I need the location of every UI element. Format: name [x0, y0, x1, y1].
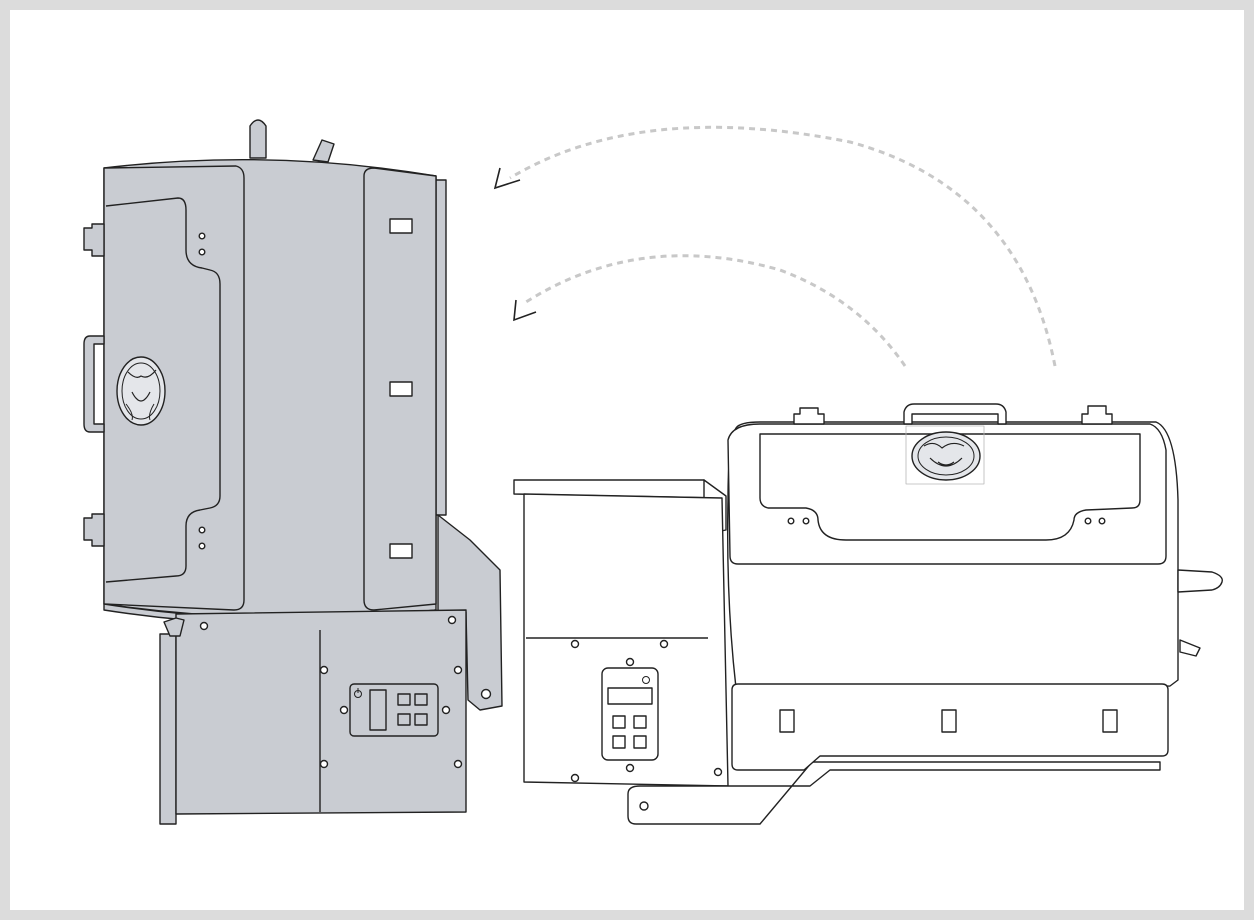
- lid-knob-left: [793, 407, 825, 425]
- lid-dot: [802, 517, 810, 525]
- power-icon: [642, 676, 650, 684]
- lid-dot: [1084, 517, 1092, 525]
- front-lid-panel: [103, 165, 245, 611]
- hopper-front: [175, 609, 467, 815]
- side-slot: [389, 218, 413, 234]
- lid-dot: [787, 517, 795, 525]
- controller-panel-right: [601, 657, 659, 773]
- lid-dot: [198, 248, 206, 256]
- arrow-head-inner: [513, 299, 537, 322]
- rotation-arrow-outer: [509, 125, 1057, 367]
- bull-head-emblem-icon: [116, 356, 166, 426]
- lid-dot: [198, 232, 206, 240]
- vent-handle-top: [312, 139, 335, 163]
- controller-key: [414, 693, 428, 706]
- hinge-knob-upper: [83, 223, 105, 257]
- hopper-screw: [570, 639, 580, 649]
- hopper-screw: [570, 773, 580, 783]
- lid-inner-outline: [759, 433, 1141, 541]
- bracket-hole: [480, 688, 492, 700]
- hopper-screw: [199, 621, 209, 631]
- panel-slot: [941, 709, 957, 733]
- controller-key: [414, 713, 428, 726]
- lid-handle: [83, 335, 105, 433]
- hopper-screw: [319, 759, 329, 769]
- controller-key: [612, 715, 626, 729]
- panel-slot: [1102, 709, 1118, 733]
- bull-head-emblem-icon: [905, 425, 985, 485]
- leg-hole: [639, 801, 649, 811]
- smoker-upright-side-view: [83, 119, 503, 825]
- controller-display: [607, 687, 653, 705]
- lid-right: [727, 423, 1167, 565]
- hopper-screw: [659, 639, 669, 649]
- controller-key: [612, 735, 626, 749]
- controller-key: [397, 713, 411, 726]
- hopper-screw: [453, 665, 463, 675]
- hopper-screw: [713, 767, 723, 777]
- controller-key: [633, 735, 647, 749]
- hopper-screw: [447, 615, 457, 625]
- base-leg: [627, 761, 1161, 825]
- hopper-screw: [453, 759, 463, 769]
- hopper-box: [159, 633, 177, 825]
- rotation-arrows: [493, 125, 1057, 367]
- smoker-horizontal-front-view: [513, 403, 1223, 825]
- controller-panel-left: [339, 683, 451, 737]
- hinge-knob-lower: [83, 513, 105, 547]
- controller-key: [397, 693, 411, 706]
- lid-inner-outline: [105, 197, 221, 583]
- side-handle: [1179, 639, 1201, 657]
- lid-dot: [198, 526, 206, 534]
- lid-dot: [198, 542, 206, 550]
- lid-knob-right: [1081, 405, 1113, 425]
- lid-dot: [1098, 517, 1106, 525]
- hopper-top-lip: [163, 617, 185, 637]
- controller-key: [633, 715, 647, 729]
- rotation-arrow-inner: [525, 254, 907, 367]
- panel-slot: [779, 709, 795, 733]
- vent-knob-top: [249, 119, 267, 159]
- lid-handle-right: [903, 403, 1007, 425]
- side-slot: [389, 543, 413, 559]
- side-slot: [389, 381, 413, 397]
- hopper-screw: [319, 665, 329, 675]
- side-chimney: [1177, 569, 1223, 593]
- arrow-head-outer: [493, 167, 521, 190]
- controller-display: [369, 689, 387, 731]
